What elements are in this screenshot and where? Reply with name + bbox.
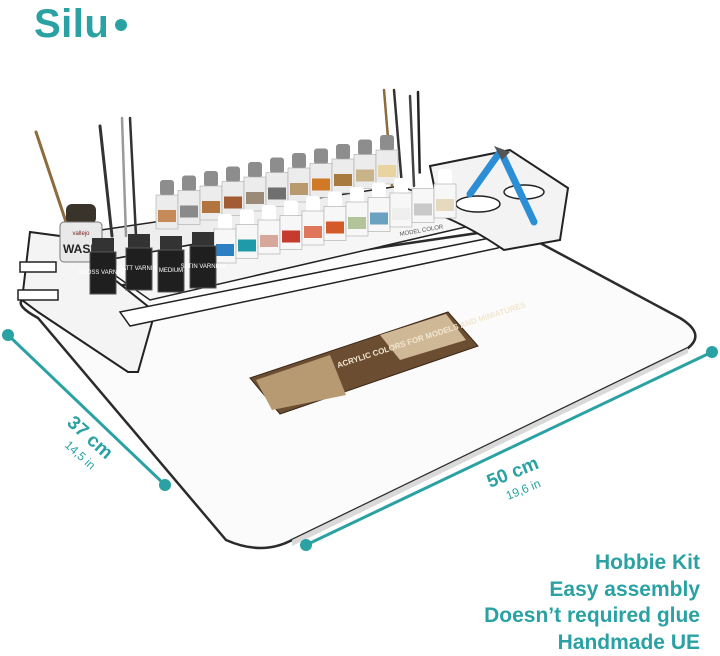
- paint-bottle: [221, 166, 245, 216]
- matt-varnish-bottle: MATT VARNISH: [117, 234, 161, 291]
- paint-bottle: [257, 205, 281, 255]
- feature-list: Hobbie Kit Easy assembly Doesn’t require…: [484, 550, 700, 656]
- varnish-bottles: GLOSS VARNISH MATT VARNISH MEDIUM SATIN …: [79, 232, 226, 295]
- depth-dimension-end: [159, 479, 171, 491]
- brand-name: Silu: [34, 2, 110, 46]
- paint-bottle: [243, 162, 267, 212]
- feature-item: Handmade UE: [557, 630, 700, 654]
- width-dimension-end: [706, 346, 718, 358]
- width-dimension-end: [300, 539, 312, 551]
- feature-item: Doesn’t required glue: [484, 604, 700, 627]
- paint-bottle: [199, 171, 223, 221]
- paint-bottles-back-row: [155, 135, 399, 230]
- paint-bottle: [235, 209, 259, 259]
- paint-brushes: [34, 88, 422, 238]
- satin-varnish-bottle: SATIN VARNISH: [180, 232, 226, 289]
- paint-bottle: [389, 178, 413, 228]
- matt-varnish-label: MATT VARNISH: [117, 266, 161, 272]
- hobby-pliers: [466, 146, 538, 226]
- paint-bottle: [353, 139, 377, 189]
- paint-bottle: [301, 196, 325, 246]
- gloss-varnish-bottle: GLOSS VARNISH: [79, 238, 128, 295]
- paint-bottle: [309, 148, 333, 198]
- width-dimension: 50 cm 19,6 in: [300, 346, 718, 551]
- medium-label: MEDIUM: [159, 268, 183, 274]
- width-dimension-line: [305, 350, 713, 547]
- feature-item: Hobbie Kit: [595, 551, 700, 574]
- rack-front-rail: [118, 235, 501, 327]
- paint-bottle: [279, 200, 303, 250]
- medium-bottle: MEDIUM: [157, 236, 185, 293]
- feature-item: Easy assembly: [549, 577, 700, 601]
- rack-slot: [19, 261, 57, 273]
- paint-bottle: [367, 182, 391, 232]
- paint-bottle: [287, 153, 311, 203]
- paint-bottle: [375, 135, 399, 185]
- depth-dimension-line: [6, 333, 167, 487]
- satin-varnish-label: SATIN VARNISH: [180, 264, 225, 270]
- paint-bottle: [155, 180, 179, 230]
- gloss-varnish-label: GLOSS VARNISH: [79, 270, 128, 276]
- paint-bottle: [331, 144, 355, 194]
- paint-bottle: [177, 175, 201, 225]
- paint-bottle: [323, 191, 347, 241]
- rack-slot: [17, 289, 59, 301]
- paint-bottle: [411, 173, 435, 223]
- paint-bottle: [265, 157, 289, 207]
- brand-logo: Silu: [34, 2, 128, 47]
- tool-holder-ring: [455, 195, 501, 213]
- board-edge: [292, 348, 688, 546]
- logo-dot-icon: [115, 19, 128, 31]
- wash-jar-brand: vallejo: [72, 231, 90, 237]
- paint-bottle: [433, 169, 457, 219]
- depth-dimension-end: [2, 329, 14, 341]
